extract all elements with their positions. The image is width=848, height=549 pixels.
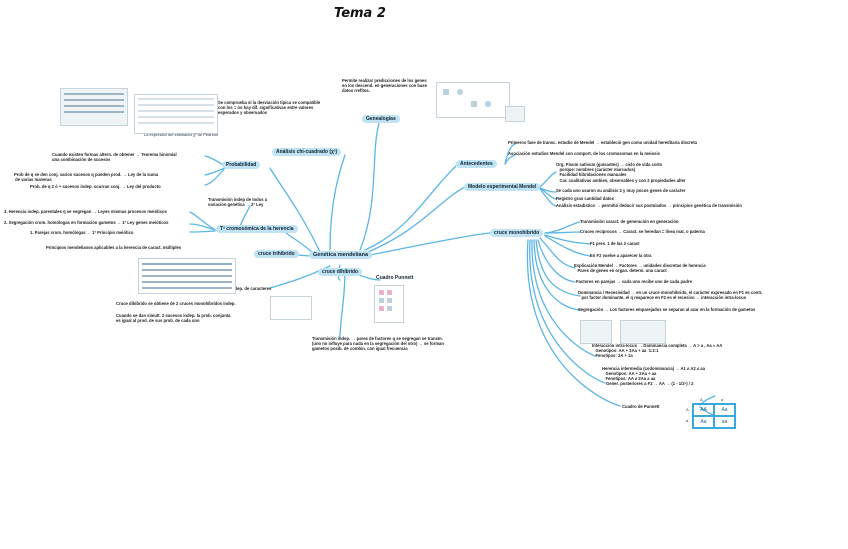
mono-item-2: Cruces recíprocos → Caract. se heredan =… [580,229,705,234]
chi-caption: La expresión del estimador χ² de Pearson [144,132,219,137]
segregation-thumbnail-1 [580,320,612,344]
mono-item-7: Dominancia / Recesividad → en un cruce m… [578,290,763,301]
dihibrido-diagram-thumbnail [270,296,312,320]
node-genealogias: Genealogías [362,115,400,123]
node-cuadro-punnett: Cuadro Punnett [376,275,414,281]
pedigree-small-thumbnail [505,106,525,122]
genealogias-description: Permite realizar predicciones de los gen… [342,78,427,94]
dihibrido-item-2: Cruce dihíbrido se obtiene de 2 cruces m… [116,301,236,306]
mono-item-5: Explicación Mendel → Factores → unidades… [574,263,706,274]
crom-item-3: 3. Herencia indep. parentales q se segre… [4,209,167,214]
intra-locus-1: Interacción intra-locus → Dominancia com… [592,343,723,359]
node-cromosomica: Tª cromosómica de la herencia [216,225,298,233]
node-antecedentes: Antecedentes [456,160,497,168]
punnett-grid: AA Aa Aa aa [692,403,736,429]
punnett-header-2: a [721,397,724,402]
mono-item-3: F1 pres. 1 de las 2 caract [590,241,640,246]
node-cruce-trihibrido: cruce trihíbrido [254,250,299,258]
mono-item-8: Segregación → Los factores emparejados s… [578,307,756,312]
punnett-row-1: A [686,407,689,412]
cromosomica-description: Transmisión indep de todos a variación g… [208,197,268,208]
chi-description: Se comprueba si la desviación típica se … [218,100,321,116]
node-cruce-dihibrido: cruce dihíbrido [318,268,363,276]
trihibrido-table-thumbnail [138,258,236,294]
prob-item-1: Cuando existen formas altern. de obtener… [52,152,177,163]
punnett-cell: Aa [714,404,735,416]
punnett-cell: Aa [693,416,714,428]
center-node: Genética mendeliana [309,251,373,259]
gener-posteriores: Gener. posteriores a F2 → AA → (1 - 1/2ⁿ… [606,381,694,386]
modelo-item-1: Org. Pisum sativum (guisantes) → ciclo d… [556,162,686,183]
antecedentes-item-2: Asociación estudios Mendel con comport. … [508,151,660,156]
modelo-item-2: Se cada uno usaron su análisis 2 y muy p… [556,188,686,193]
mono-item-6: Factores en parejas → cada uno recibe un… [576,279,692,284]
dihibrido-item-3: Cuando se dan simult. 2 sucesos indep. l… [116,313,231,324]
punnett-header-1: A [700,397,703,402]
crom-item-1: 1. Parejas crom. homólogas → 1ª Principi… [30,230,134,235]
punnett-cell: AA [693,404,714,416]
prob-item-2: Prob de q se den conj. varios sucesos q … [14,172,159,183]
crom-item-2: 2. Segregación crom. homólogas en formac… [4,220,169,225]
node-modelo: Modelo experimental Mendel [464,183,541,191]
modelo-item-4: Análisis estadístico → permitió deducir … [556,203,742,208]
mono-item-1: Transmisión caract. de generación en gen… [580,219,679,224]
chi-table-thumbnail [60,88,128,126]
modelo-item-3: Registro gran cantidad datos [556,196,614,201]
punnett-square-thumbnail [374,285,404,323]
trihibrido-description: Principios mendelianos aplicables a la h… [46,245,182,250]
mono-item-4: En F2 vuelve a aparecer la otra [590,253,652,258]
segregation-thumbnail-2 [620,320,666,344]
independent-transmission: Transmisión indep. → pares de factores q… [312,336,444,352]
node-analisis: Análisis chi-cuadrado (χ²) [272,148,342,156]
punnett-row-2: a [686,418,689,423]
punnett-cell: aa [714,416,735,428]
chi-formula-thumbnail [134,94,218,134]
antecedentes-item-1: Primeros fase de transc. estudio de Mend… [508,140,697,145]
page-title: Tema 2 [334,6,386,21]
intra-locus-2: Herencia intermedia (codominancia) → A1 … [602,366,705,382]
prob-item-3: Prob. de q 2 ó + sucesos indep. ocurran … [30,184,161,189]
genealogy-thumbnail [436,82,510,118]
node-monohibrido: cruce monohíbrido [490,229,544,237]
cuadro-punnett-label: Cuadro de Punnett [622,404,660,409]
node-probabilidad: Probabilidad [222,161,261,169]
